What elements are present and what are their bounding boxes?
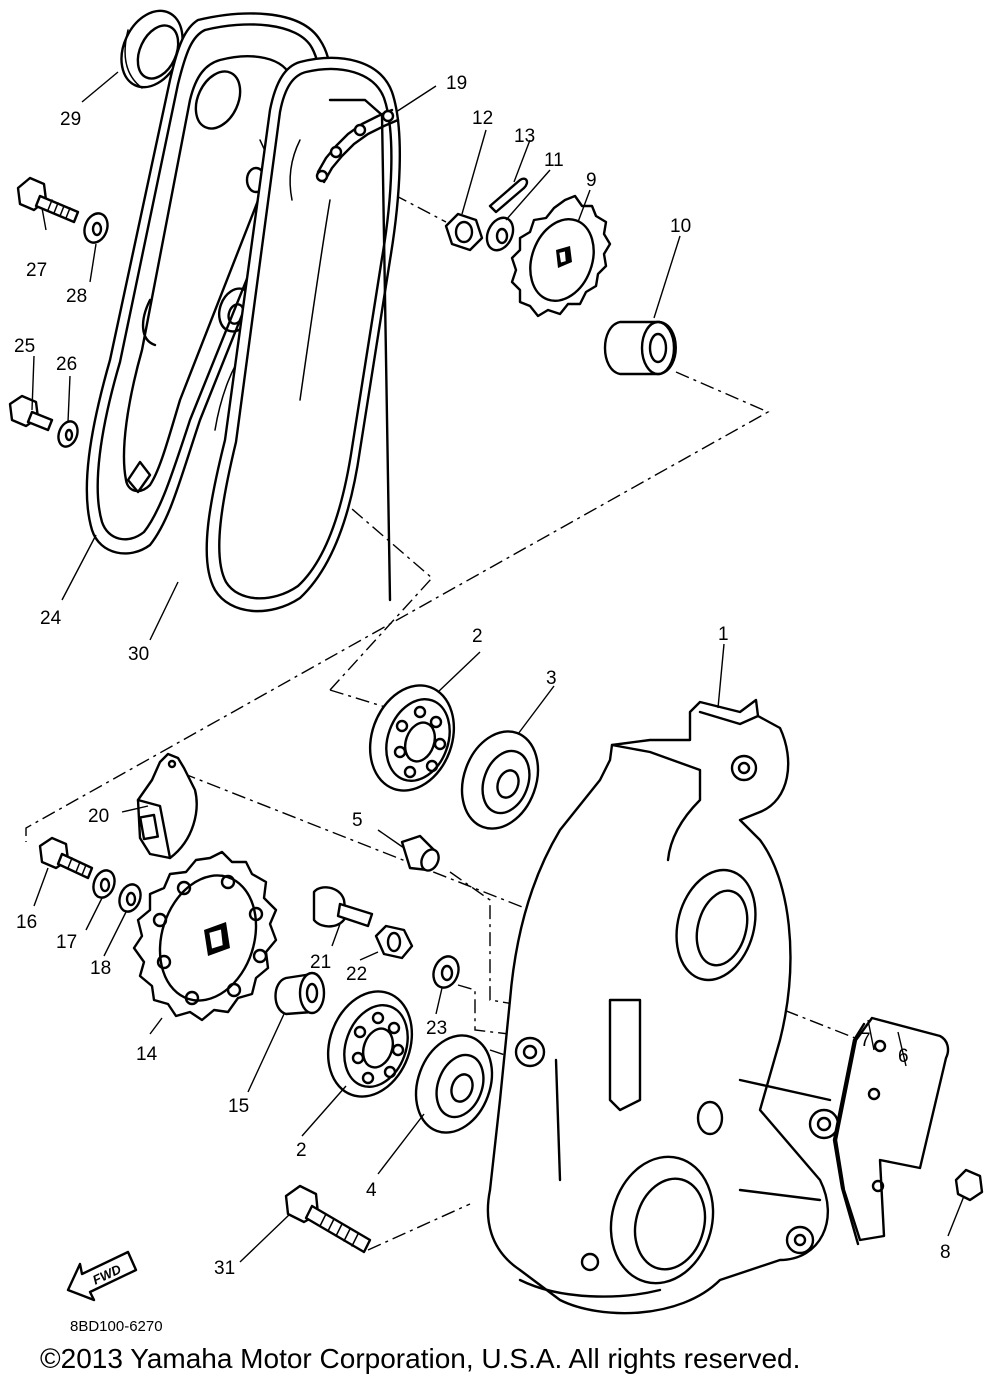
part-12-nut: [444, 212, 484, 252]
part-22-nut: [374, 924, 414, 960]
callout-20: 20: [88, 806, 109, 827]
callout-14: 14: [136, 1044, 158, 1065]
callout-16: 16: [16, 912, 37, 933]
part-23-washer: [432, 955, 460, 989]
part-30-gasket: [205, 56, 402, 613]
callout-23: 23: [426, 1018, 447, 1039]
callout-21: 21: [310, 952, 331, 973]
part-6-plate: [832, 1016, 950, 1246]
callout-7: 7: [860, 1030, 871, 1051]
part-19-chain: [315, 108, 400, 184]
callout-26: 26: [56, 354, 77, 375]
part-21-bolt: [312, 886, 374, 928]
callout-30: 30: [128, 644, 149, 665]
part-2-bearing-upper: [368, 684, 456, 792]
part-16-bolt: [38, 836, 94, 880]
callout-9: 9: [586, 170, 597, 191]
part-20-sensor: [136, 752, 198, 860]
callout-2-lower: 2: [296, 1140, 307, 1161]
part-2-bearing-lower: [326, 990, 414, 1098]
part-3-bearing: [460, 730, 540, 830]
part-25-bolt: [8, 394, 54, 432]
part-17-lock-washer: [92, 869, 116, 899]
leader-lines: [31, 71, 965, 1263]
callout-15: 15: [228, 1096, 249, 1117]
callout-18: 18: [90, 958, 111, 979]
callout-2-upper: 2: [472, 626, 483, 647]
callout-19: 19: [446, 73, 467, 94]
callout-17: 17: [56, 932, 77, 953]
callout-13: 13: [514, 126, 535, 147]
part-28-washer: [83, 212, 109, 244]
part-10-collar: [603, 320, 677, 376]
part-18-washer: [118, 883, 142, 913]
callout-10: 10: [670, 216, 691, 237]
part-code-label: 8BD100-6270: [70, 1318, 163, 1335]
fwd-arrow-icon: FWD: [66, 1250, 138, 1302]
callout-3: 3: [546, 668, 557, 689]
callout-4: 4: [366, 1180, 377, 1201]
part-29-oil-seal: [120, 9, 184, 89]
part-11-washer: [485, 216, 515, 252]
callout-8: 8: [940, 1242, 951, 1263]
callout-labels: 29 19 12 13 11 9 10 27 28 25 26 24 30 2 …: [14, 73, 951, 1279]
part-9-small-sprocket: [510, 194, 612, 318]
part-1-chain-case: [486, 698, 840, 1315]
part-5-fitting: [400, 834, 440, 872]
callout-29: 29: [60, 109, 81, 130]
part-15-collar: [274, 971, 326, 1016]
part-27-bolt: [16, 176, 80, 224]
callout-24: 24: [40, 608, 62, 629]
callout-27: 27: [26, 260, 47, 281]
copyright-notice: ©2013 Yamaha Motor Corporation, U.S.A. A…: [40, 1343, 801, 1374]
callout-12: 12: [472, 108, 493, 129]
callout-28: 28: [66, 286, 87, 307]
callout-25: 25: [14, 336, 35, 357]
part-14-large-sprocket: [132, 850, 278, 1022]
part-31-bolt: [284, 1184, 372, 1254]
part-13-cotter-pin: [488, 177, 529, 214]
callout-11: 11: [544, 150, 564, 171]
callout-6: 6: [898, 1046, 909, 1067]
part-4-bearing: [414, 1034, 494, 1134]
callout-5: 5: [352, 810, 363, 831]
callout-31: 31: [214, 1258, 235, 1279]
callout-22: 22: [346, 964, 367, 985]
part-8-screw: [954, 1168, 984, 1202]
callout-1: 1: [718, 624, 729, 645]
part-26-washer: [57, 420, 79, 448]
